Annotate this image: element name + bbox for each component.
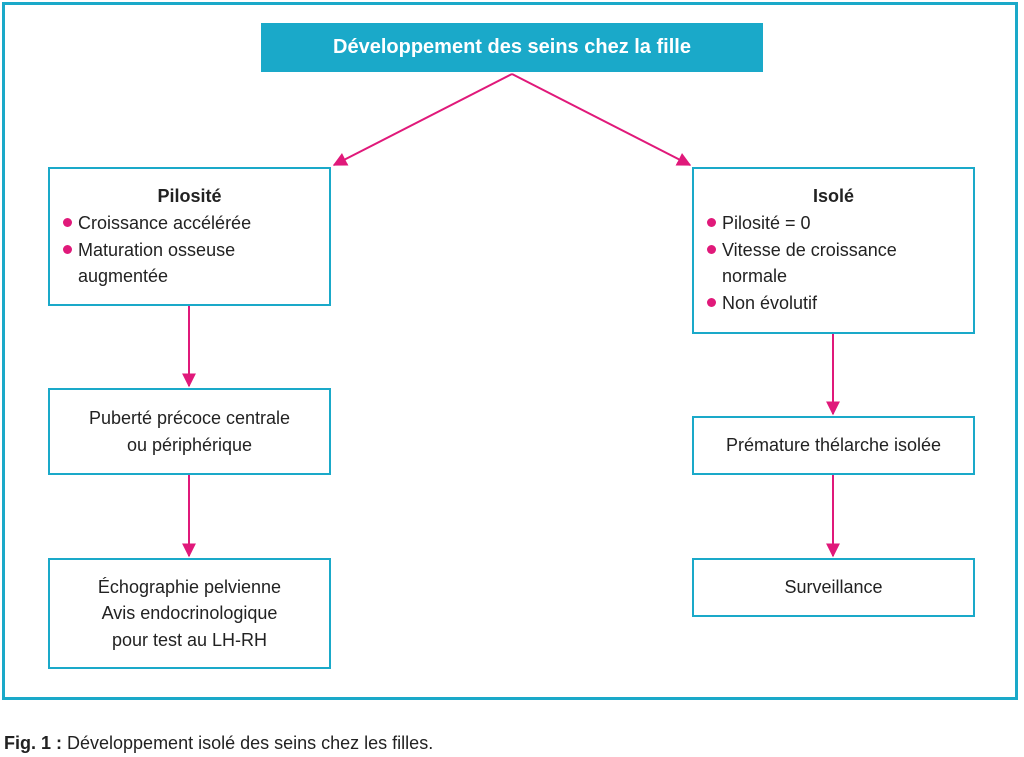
arrow-title-to-right	[511, 73, 692, 166]
bullet-text: Vitesse de croissance normale	[722, 240, 897, 287]
bullet-item: Vitesse de croissance normale	[707, 237, 959, 289]
caption-label: Fig. 1 :	[4, 733, 62, 753]
box-line: Prémature thélarche isolée	[725, 435, 942, 456]
bullet-dot-icon	[707, 245, 716, 255]
box-premature-thelarche: Prémature thélarche isolée	[692, 416, 975, 475]
bullet-dot-icon	[707, 218, 716, 228]
box-pilosite: Pilosité Croissance accélérée Maturation…	[48, 167, 331, 306]
bullet-item: Croissance accélérée	[63, 210, 315, 236]
bullet-text: Non évolutif	[722, 293, 818, 314]
diagram-title: Développement des seins chez la fille	[261, 23, 763, 72]
figure-caption: Fig. 1 : Développement isolé des seins c…	[4, 733, 433, 754]
bullet-dot-icon	[63, 245, 72, 255]
bullet-item: Pilosité = 0	[707, 210, 959, 236]
box-line: Surveillance	[784, 577, 883, 598]
box-line: ou périphérique	[126, 434, 253, 455]
box-puberte-precoce: Puberté précoce centrale ou périphérique	[48, 388, 331, 475]
bullet-text: Pilosité = 0	[722, 213, 811, 234]
box-pilosite-heading: Pilosité	[157, 186, 222, 206]
bullet-text: Maturation osseuse augmentée	[78, 240, 236, 287]
caption-text: Développement isolé des seins chez les f…	[62, 733, 434, 753]
box-isole: Isolé Pilosité = 0 Vitesse de croissance…	[692, 167, 975, 334]
box-isole-heading: Isolé	[812, 186, 855, 206]
box-line: Puberté précoce centrale	[88, 408, 291, 429]
bullet-dot-icon	[707, 298, 716, 308]
bullet-item: Maturation osseuse augmentée	[63, 237, 315, 289]
box-line: Échographie pelvienne	[97, 577, 282, 598]
bullet-dot-icon	[63, 218, 72, 228]
box-line: pour test au LH-RH	[111, 629, 268, 650]
box-line: Avis endocrinologique	[101, 603, 278, 624]
bullet-item: Non évolutif	[707, 290, 959, 316]
box-echographie: Échographie pelvienne Avis endocrinologi…	[48, 558, 331, 669]
arrow-title-to-left	[332, 73, 513, 166]
box-surveillance: Surveillance	[692, 558, 975, 617]
bullet-text: Croissance accélérée	[78, 213, 252, 234]
diagram-frame	[2, 2, 1018, 700]
